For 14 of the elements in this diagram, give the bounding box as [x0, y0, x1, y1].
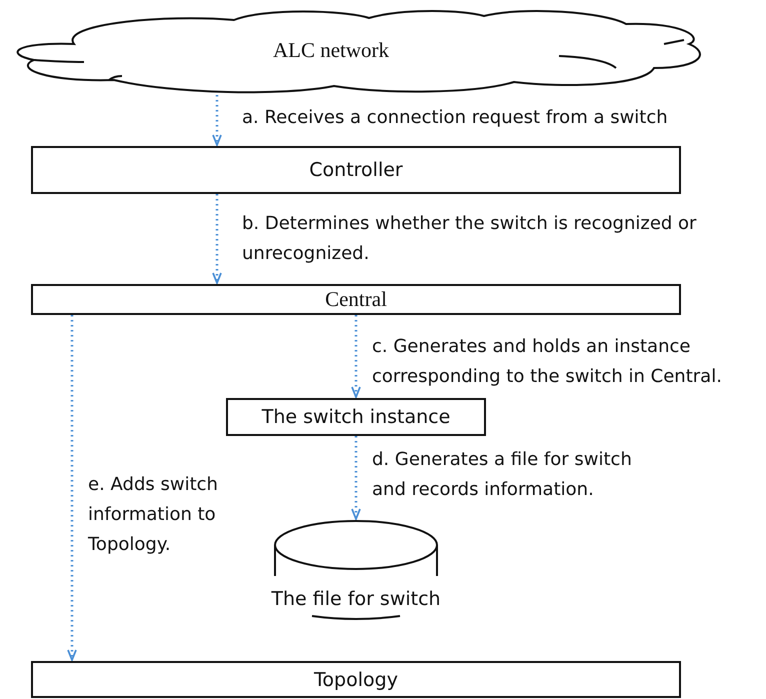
- node-label: The switch instance: [262, 406, 450, 428]
- process-box: [31, 146, 681, 194]
- node-label: Central: [325, 287, 387, 312]
- node-label: ALC network: [272, 38, 390, 62]
- arrow: [67, 315, 77, 661]
- arrow: [212, 194, 222, 284]
- node-label: Topology: [314, 668, 398, 690]
- process-box: [226, 398, 486, 436]
- process-box: [31, 284, 681, 315]
- node-label: The file for switch: [271, 588, 441, 610]
- process-box: [31, 661, 681, 698]
- arrow: [351, 315, 361, 398]
- arrow: [351, 436, 361, 520]
- node-label: Controller: [309, 159, 403, 181]
